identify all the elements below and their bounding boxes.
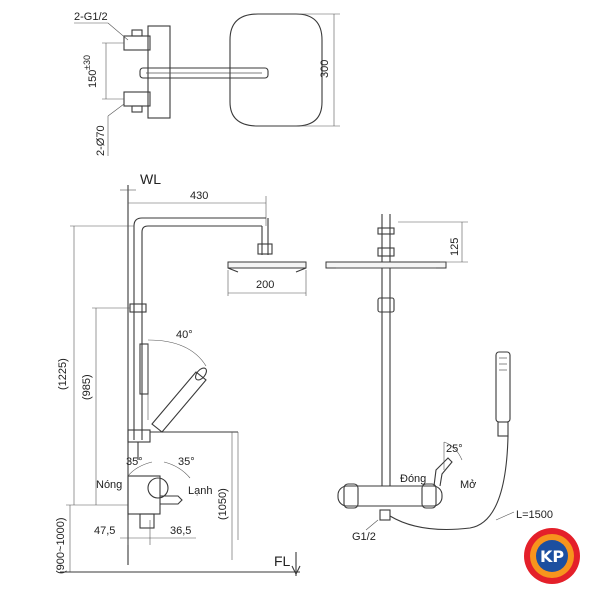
hot-label: Nóng [96, 479, 122, 491]
logo-text: KP [540, 547, 564, 566]
offset-right-label: 36,5 [170, 525, 191, 537]
front-hand-connector [497, 421, 509, 437]
front-valve-body [337, 485, 443, 507]
dim-125-label: 125 [449, 238, 461, 256]
wl-label: WL [140, 171, 161, 187]
dim-1225-label: (1225) [57, 358, 69, 390]
upper-connector [123, 35, 151, 51]
hole-leader [107, 103, 125, 117]
close-label: Đóng [400, 473, 426, 485]
lower-nut [131, 105, 143, 113]
top-inlet-label: 2-G1/2 [74, 11, 108, 23]
offset-left-label: 47,5 [94, 525, 115, 537]
fl-label: FL [274, 553, 291, 569]
dim-1050-label: (1050) [217, 488, 229, 520]
angle-25-arc [443, 441, 463, 461]
rain-head-side [227, 261, 307, 269]
angle-right-label: 35° [178, 456, 195, 468]
top-view: 300 2-G1/2 150 ±30 2-Ø70 [74, 11, 340, 156]
angle-left-label: 35° [126, 456, 143, 468]
angle-right-arc [163, 461, 191, 479]
angle-left-arc [127, 461, 153, 477]
arm-top [133, 217, 266, 227]
holder-vertical [139, 343, 149, 395]
lower-connector [123, 91, 151, 107]
dim-985-label: (985) [81, 374, 93, 400]
valve-knob [147, 477, 169, 499]
wall-plate [147, 25, 171, 119]
logo-center [536, 540, 568, 572]
rail-lower-mount [127, 429, 151, 443]
top-inlet-leader [107, 22, 129, 41]
front-slider [377, 297, 395, 313]
rain-head-top [229, 13, 323, 127]
front-inlet [379, 509, 391, 521]
valve-spout [160, 495, 183, 505]
side-view: WL 430 200 40° [55, 171, 307, 576]
valve-base [139, 513, 155, 529]
valve-body [127, 475, 161, 515]
hole-label: 2-Ø70 [95, 125, 107, 156]
arm-bottom [141, 225, 262, 233]
slider-bracket [129, 303, 147, 313]
front-lever [433, 457, 453, 487]
hand-shower [151, 371, 207, 433]
angle-40-arc [147, 339, 207, 367]
angle-40-label: 40° [176, 329, 193, 341]
front-head-joint [377, 247, 395, 257]
head-ball-joint [257, 243, 273, 255]
dim-300-label: 300 [319, 60, 331, 78]
front-hose [389, 435, 509, 530]
front-inlet-label: G1/2 [352, 531, 376, 543]
hose-label: L=1500 [516, 509, 553, 521]
dim-150-label: 150 [87, 70, 99, 88]
dim-150-tolerance: ±30 [82, 55, 92, 70]
top-arm [139, 67, 269, 79]
open-label: Mở [460, 479, 476, 491]
dim-430-label: 430 [190, 190, 208, 202]
brand-logo: KP [524, 528, 580, 584]
angle-25-label: 25° [446, 443, 463, 455]
dim-200-label: 200 [256, 279, 274, 291]
front-hand-shower [495, 351, 511, 423]
upper-nut [131, 29, 143, 37]
front-rain-head [325, 261, 447, 269]
dim-mount-label: (900~1000) [55, 517, 67, 574]
front-view: 125 25° Đóng Mở G1/2 L=1500 [325, 214, 553, 543]
floor-arrow [291, 565, 301, 576]
cold-label: Lạnh [188, 485, 212, 497]
